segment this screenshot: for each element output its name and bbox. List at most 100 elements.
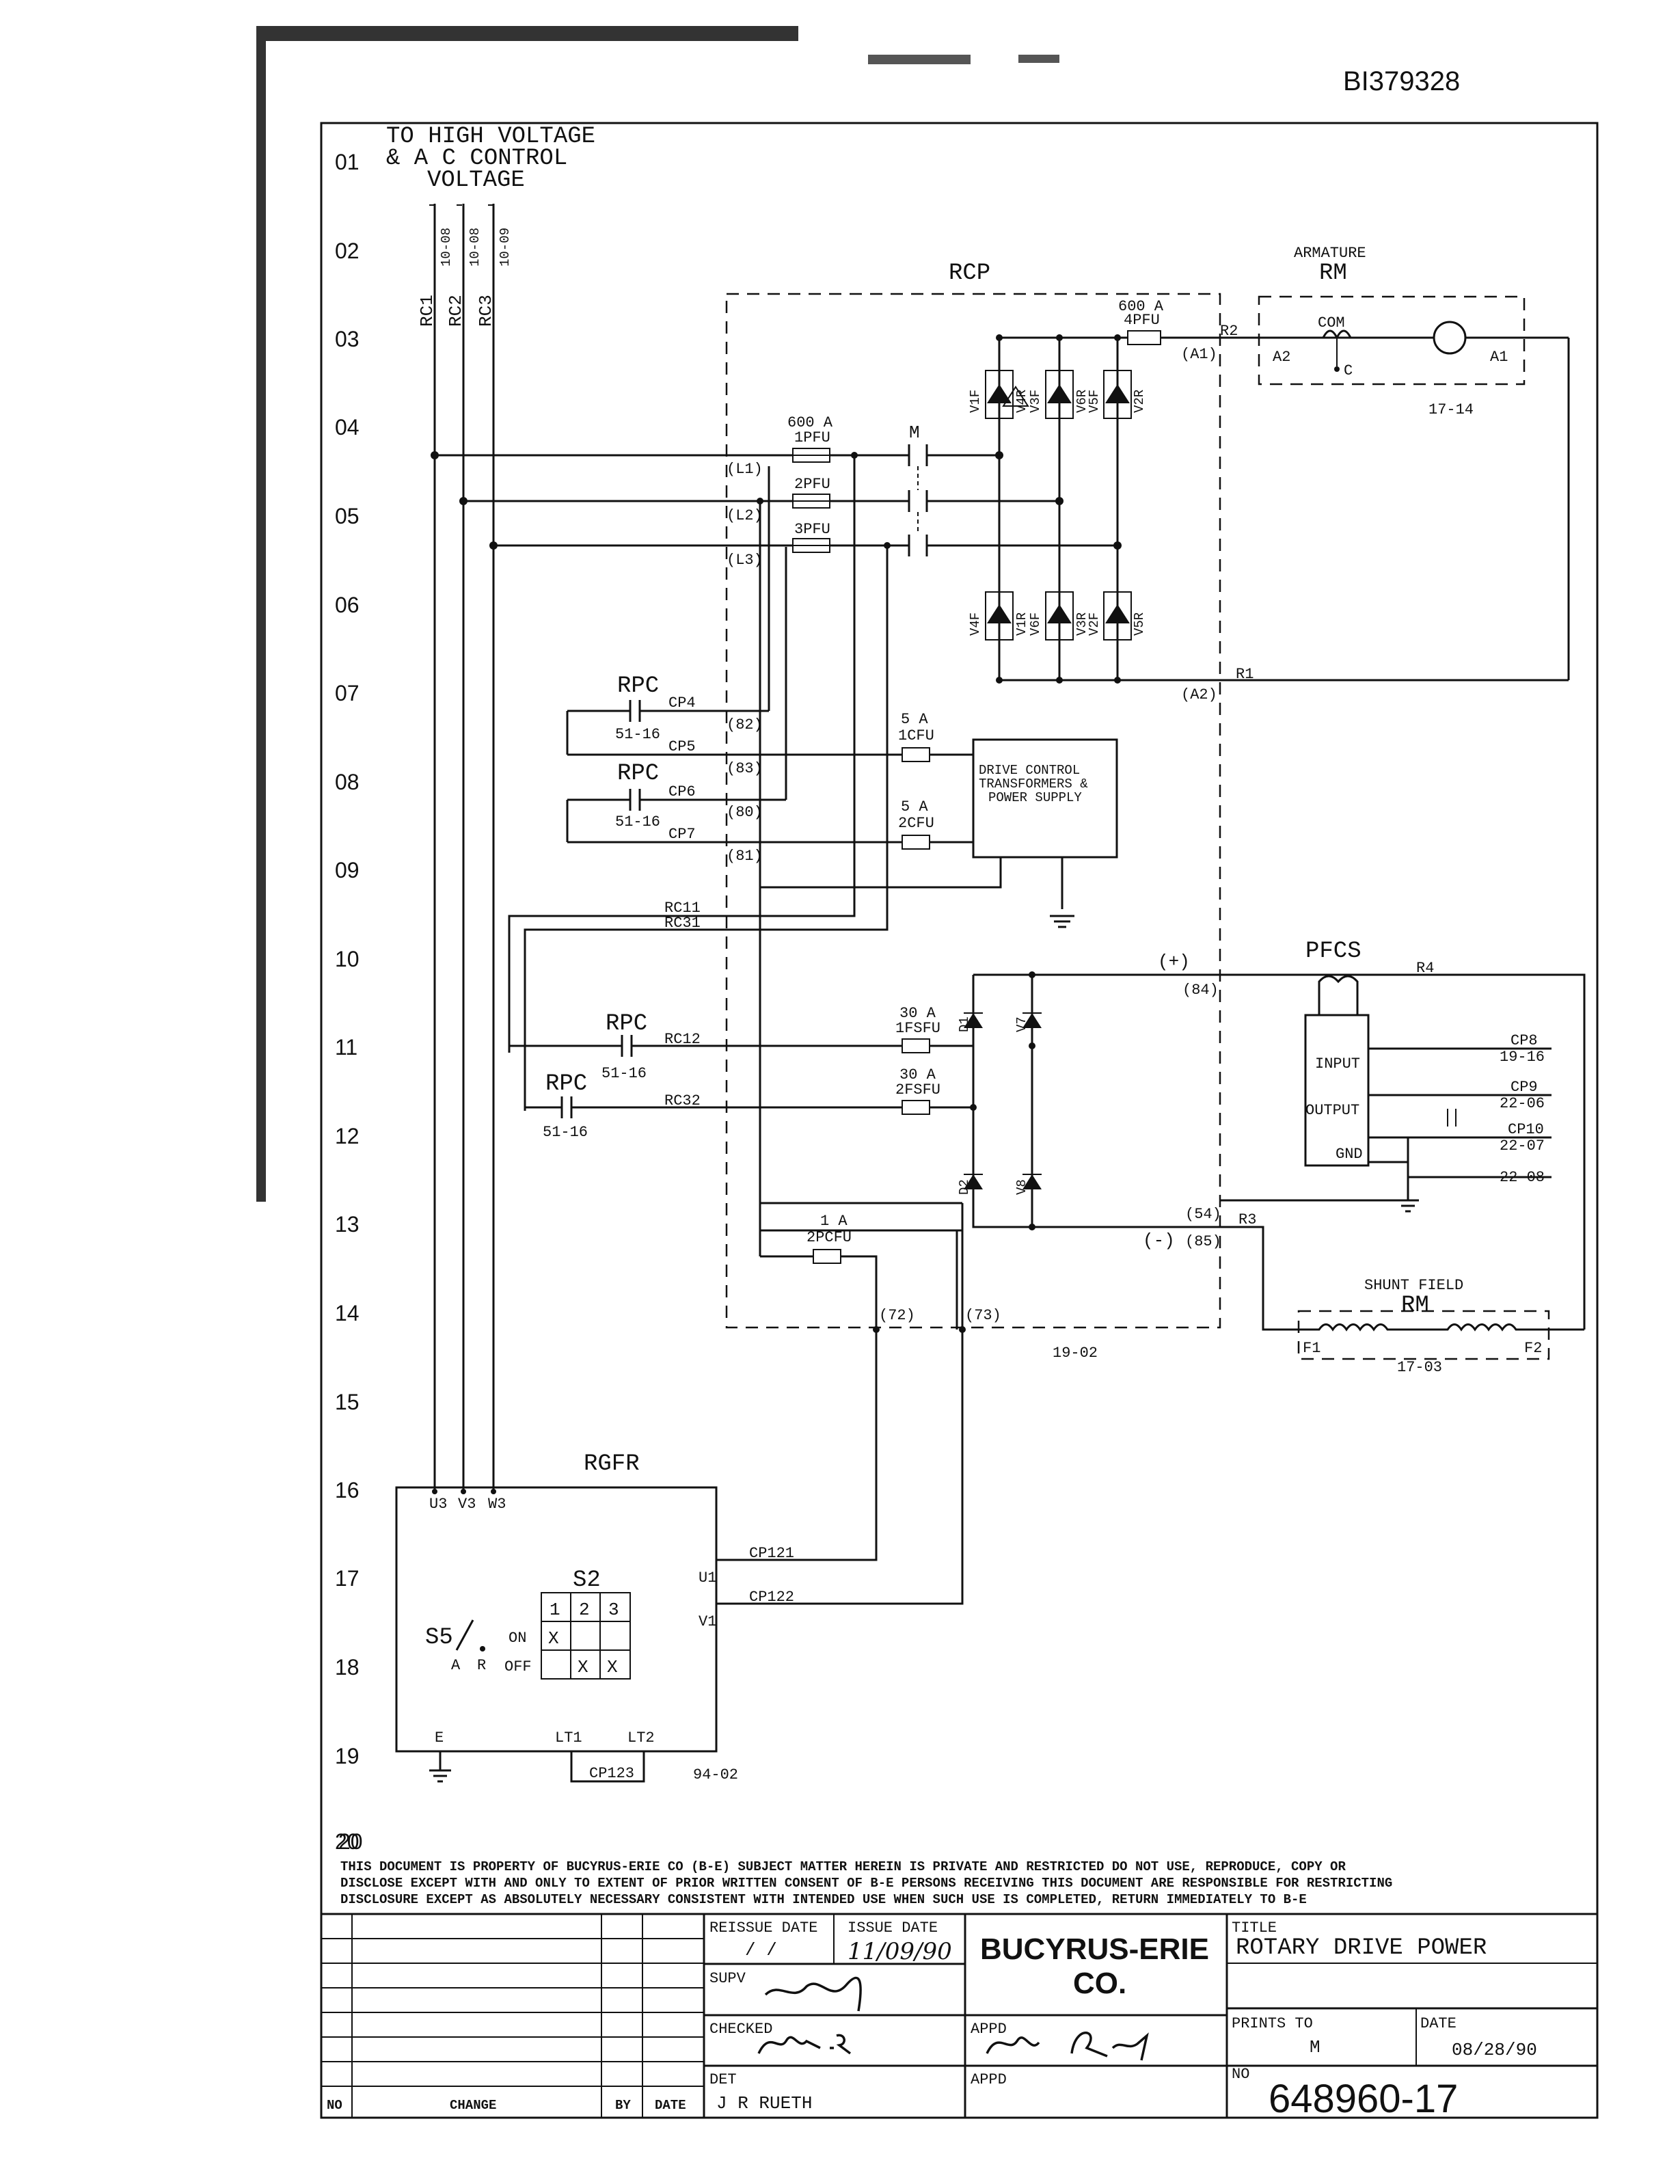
scan-edge-mark — [1018, 55, 1059, 63]
rpc-ref: 51-16 — [601, 1065, 647, 1082]
armature-motor — [1220, 321, 1570, 682]
armature-name: RM — [1319, 260, 1347, 286]
title-block — [321, 1913, 1597, 2118]
fuse-rating: 5 A — [901, 798, 928, 815]
fuse-2pcfu — [813, 1249, 841, 1264]
wire-cp122: CP122 — [749, 1589, 794, 1606]
row-number: 13 — [335, 1212, 360, 1237]
contactor-m — [908, 444, 928, 556]
rgfr-lt1: LT1 — [555, 1729, 582, 1747]
fuse-2fsfu — [902, 1100, 930, 1115]
armature-c: C — [1344, 362, 1353, 379]
thyristor-label: V6R — [1074, 390, 1089, 413]
terminal-81: (81) — [727, 848, 763, 865]
feeder-lines: RC1 RC2 RC3 10-08 10-08 10-09 — [417, 204, 513, 1494]
fuse-rating: 5 A — [901, 711, 928, 728]
ac-phase-lines — [431, 451, 1122, 550]
terminal-85: (85) — [1185, 1233, 1221, 1250]
fuse-2cfu — [902, 835, 930, 850]
row-number: 10 — [335, 947, 360, 971]
wire-cp4: CP4 — [668, 695, 696, 712]
rcp-enclosure — [725, 293, 1221, 1329]
fuse-label: 2PCFU — [807, 1229, 852, 1246]
box-label: POWER SUPPLY — [988, 790, 1082, 805]
fuse-rating: 30 A — [899, 1066, 936, 1083]
rpc-ref: 51-16 — [543, 1124, 588, 1141]
drawing-border — [320, 122, 1599, 2119]
rcp-ref: 19-02 — [1053, 1345, 1098, 1362]
rpc-contacts-upper — [566, 466, 902, 844]
wire-rc31: RC31 — [664, 915, 701, 932]
feed-wire-label: RC2 — [446, 295, 466, 327]
ground-icon — [1050, 915, 1074, 928]
terminal-L1: (L1) — [727, 461, 763, 478]
thyristor-label: V1R — [1014, 612, 1029, 636]
rgfr-e: E — [435, 1729, 444, 1747]
shunt-wire — [1220, 1226, 1304, 1331]
box-label: DRIVE CONTROL — [979, 763, 1080, 778]
s2-col: 1 — [550, 1600, 560, 1620]
scan-edge-top — [258, 26, 798, 41]
drawing-number: 648960-17 — [1269, 2077, 1458, 2121]
shunt-title: SHUNT FIELD — [1364, 1277, 1463, 1294]
issue-label: ISSUE DATE — [848, 1919, 938, 1937]
appd-label: APPD — [971, 2021, 1007, 2038]
terminal-72: (72) — [879, 1307, 915, 1324]
field-device-label: D2 — [957, 1179, 972, 1195]
row-number: 06 — [335, 593, 360, 617]
thyristor-label: V5F — [1087, 390, 1102, 413]
scan-edge-mark — [868, 55, 971, 64]
rgfr-u3: U3 — [429, 1496, 447, 1513]
terminal-L3: (L3) — [727, 552, 763, 569]
rgfr-v3: V3 — [458, 1496, 476, 1513]
s2-label: S2 — [573, 1567, 601, 1593]
terminal-82: (82) — [727, 716, 763, 733]
thyristor-label: V4R — [1014, 390, 1029, 413]
wire-cp10: CP10 — [1508, 1121, 1544, 1138]
row-number: 05 — [335, 504, 360, 528]
supply-label: VOLTAGE — [427, 167, 525, 193]
col-change: CHANGE — [450, 2098, 496, 2113]
rgfr-label: RGFR — [584, 1451, 640, 1477]
terminal-83: (83) — [727, 760, 763, 777]
fuse-rating: 1 A — [820, 1213, 848, 1230]
checked-label: CHECKED — [709, 2021, 772, 2038]
rgfr-w3: W3 — [488, 1496, 506, 1513]
fuse-1cfu — [902, 747, 930, 762]
fuse-label: 1PFU — [794, 429, 830, 446]
fuse-1fsfu — [902, 1038, 930, 1053]
armature-com: COM — [1318, 314, 1345, 332]
rpc-ref: 51-16 — [615, 813, 660, 831]
notice-line: DISCLOSURE EXCEPT AS ABSOLUTELY NECESSAR… — [340, 1892, 1307, 1907]
wire-rc32: RC32 — [664, 1092, 701, 1109]
wire-r3: R3 — [1238, 1211, 1256, 1228]
field-device-label: V8 — [1014, 1179, 1029, 1195]
shunt-ref: 17-03 — [1397, 1359, 1442, 1376]
thyristor-label: V1F — [968, 390, 983, 413]
field-device-label: D1 — [957, 1016, 972, 1032]
row-number: 18 — [335, 1655, 360, 1680]
reissue-label: REISSUE DATE — [709, 1919, 817, 1937]
wire-cp8: CP8 — [1510, 1032, 1538, 1049]
thyristor-label: V2R — [1132, 390, 1147, 413]
title-label: TITLE — [1232, 1919, 1277, 1937]
row-number-20: 20 — [338, 1829, 363, 1854]
thyristor-label: V2F — [1087, 612, 1102, 636]
row-number: 14 — [335, 1301, 360, 1325]
rpc-contacts-lower — [508, 916, 902, 1118]
shunt-f2: F2 — [1524, 1340, 1542, 1357]
ref-gnd: 22-08 — [1500, 1169, 1545, 1186]
thyristor-label: V6F — [1028, 612, 1043, 636]
fuse-label: 1FSFU — [895, 1020, 940, 1037]
fuse-label: 4PFU — [1124, 312, 1160, 329]
rgfr-v1: V1 — [699, 1613, 716, 1630]
armature-a1: A1 — [1490, 349, 1508, 366]
s2-off: OFF — [504, 1658, 532, 1675]
tap-wire — [524, 545, 889, 1111]
armature-enclosure — [1258, 295, 1526, 386]
terminal-A1: (A1) — [1181, 346, 1217, 363]
feed-ref: 10-09 — [498, 228, 513, 267]
s5-r: R — [477, 1657, 486, 1674]
armature-title: ARMATURE — [1294, 245, 1366, 262]
pfcs-output: OUTPUT — [1305, 1102, 1359, 1119]
